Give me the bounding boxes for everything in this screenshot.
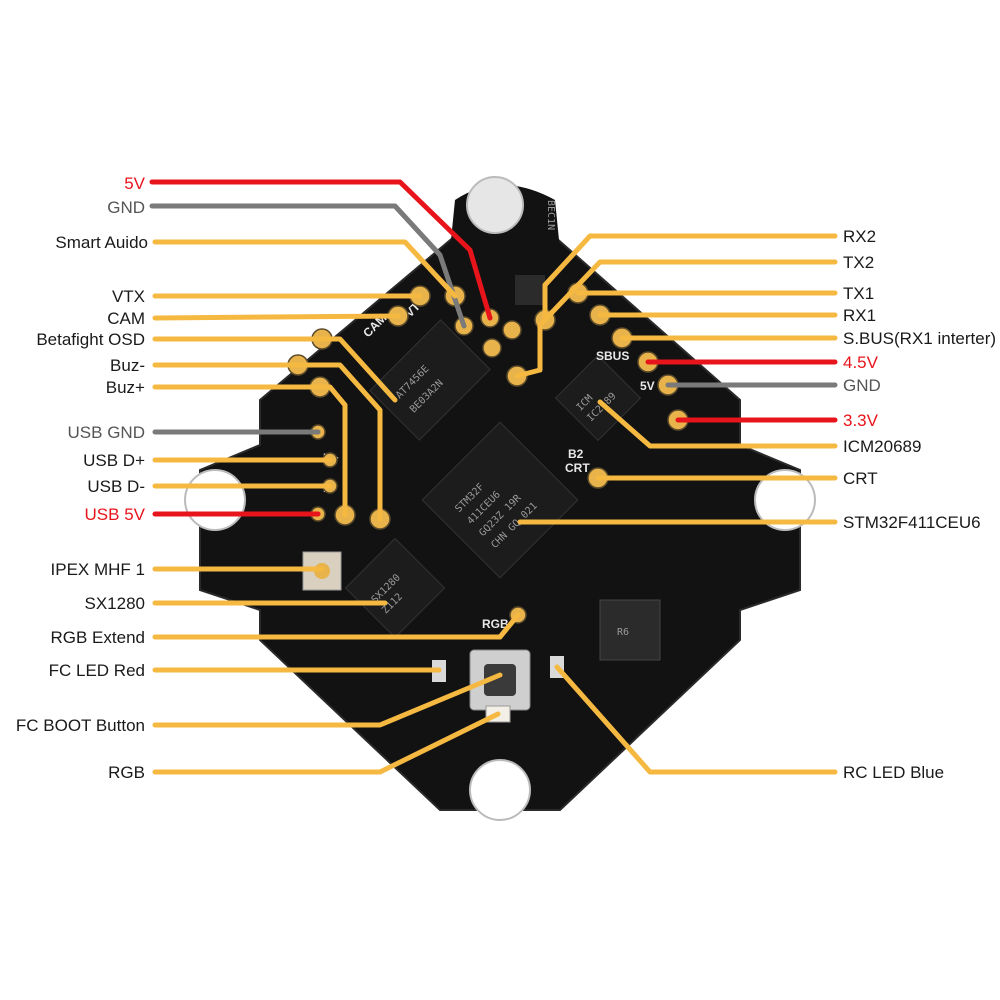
label-rgb: RGB [108, 763, 145, 782]
mcu-chip: STM32F 411CEU6 GQ23Z 19R CHN GQ 021 [421, 421, 579, 579]
line-osd [152, 336, 398, 403]
line-5v [149, 179, 493, 321]
line-rx2 [542, 233, 838, 323]
label-fc-led-red: FC LED Red [49, 661, 145, 680]
label-33v: 3.3V [843, 411, 879, 430]
mount-hole-left [184, 469, 246, 531]
label-rx2: RX2 [843, 227, 876, 246]
label-crt: CRT [843, 469, 878, 488]
top-regulator [515, 275, 545, 305]
label-buz-minus: Buz- [110, 356, 145, 375]
silk-5v: 5V [640, 379, 655, 393]
osd-chip: AT7456E BE03A2N [369, 319, 491, 441]
label-usb-dm: USB D- [87, 477, 145, 496]
line-cam [152, 313, 401, 321]
label-rc-led-blue: RC LED Blue [843, 763, 944, 782]
label-usb-5v: USB 5V [85, 505, 146, 524]
leader-lines [149, 179, 838, 775]
mount-hole-bottom [469, 759, 531, 821]
right-labels: RX2 TX2 TX1 RX1 S.BUS(RX1 interter) 4.5V… [843, 227, 996, 782]
label-gnd-top: GND [107, 198, 145, 217]
label-45v: 4.5V [843, 353, 879, 372]
line-smart-audio [152, 239, 458, 299]
label-cam: CAM [107, 309, 145, 328]
label-buz-plus: Buz+ [106, 378, 145, 397]
silk-crt: CRT [565, 461, 590, 475]
line-buz-minus [152, 362, 383, 522]
mount-hole-top [466, 176, 524, 234]
label-sbus: S.BUS(RX1 interter) [843, 329, 996, 348]
label-tx2: TX2 [843, 253, 874, 272]
inductor [599, 599, 661, 661]
inductor-text: R6 [617, 627, 629, 638]
mount-hole-right [754, 469, 816, 531]
line-fc-boot [152, 672, 503, 728]
silk-rgb: RGB [482, 617, 509, 631]
label-usb-dp: USB D+ [83, 451, 145, 470]
label-5v: 5V [124, 174, 145, 193]
silk-sbus: SBUS [596, 349, 629, 363]
label-gnd-right: GND [843, 376, 881, 395]
label-icm: ICM20689 [843, 437, 921, 456]
line-icm [597, 399, 838, 449]
label-tx1: TX1 [843, 284, 874, 303]
label-ipex: IPEX MHF 1 [51, 560, 145, 579]
line-rc-led-blue [554, 664, 838, 775]
boot-button-cap [484, 664, 516, 696]
label-sx1280: SX1280 [85, 594, 146, 613]
label-smart-audio: Smart Auido [55, 233, 148, 252]
pad-5v-2 [502, 320, 522, 340]
label-usb-gnd: USB GND [68, 423, 145, 442]
label-vtx: VTX [112, 287, 145, 306]
line-rgb [152, 711, 501, 775]
solder-pads [287, 282, 689, 624]
silk-b2: B2 [568, 447, 584, 461]
line-buz-plus [152, 384, 348, 518]
label-stm: STM32F411CEU6 [843, 513, 981, 532]
top-chip-text: BEC1N [545, 200, 556, 230]
left-labels: 5V GND Smart Auido VTX CAM Betafight OSD… [16, 174, 148, 782]
label-rx1: RX1 [843, 306, 876, 325]
line-tx2 [514, 259, 838, 379]
pad-gnd-2 [482, 338, 502, 358]
label-fc-boot: FC BOOT Button [16, 716, 145, 735]
label-rgb-extend: RGB Extend [51, 628, 146, 647]
label-betaflight-osd: Betafight OSD [36, 330, 145, 349]
line-rgb-extend [152, 612, 521, 640]
rf-chip: SX1280 Z112 [344, 537, 446, 639]
